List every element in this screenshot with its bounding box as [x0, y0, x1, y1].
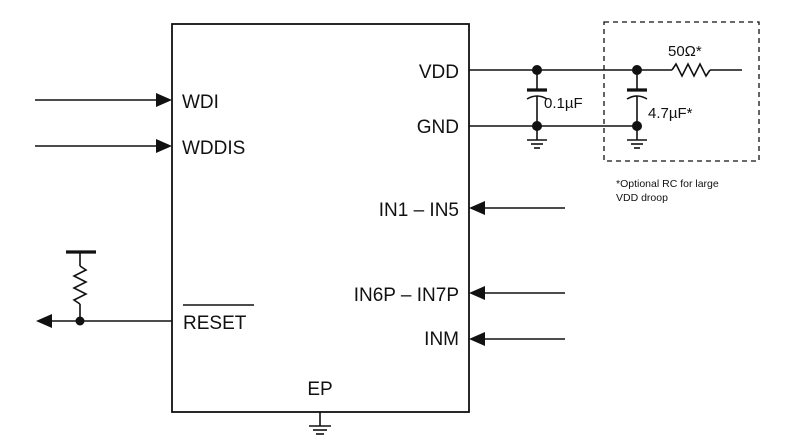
reset-output-line	[36, 314, 172, 328]
chip-body	[171, 23, 470, 413]
in6p-in7p-input-line	[469, 286, 565, 300]
in1-in5-input-line	[469, 201, 565, 215]
pin-gnd: GND	[417, 117, 459, 138]
pin-in1-in5: IN1 – IN5	[379, 200, 459, 221]
pullup-resistor	[66, 250, 96, 321]
pin-wdi: WDI	[182, 92, 219, 113]
wdi-input-line	[35, 93, 172, 107]
pin-wddis: WDDIS	[182, 138, 245, 159]
pin-ep: EP	[307, 379, 332, 400]
pin-in6p-in7p: IN6P – IN7P	[354, 285, 459, 306]
resistor-value: 50Ω*	[668, 43, 702, 60]
note-line-2: VDD droop	[616, 192, 668, 204]
pin-inm: INM	[424, 329, 459, 350]
inm-input-line	[469, 332, 565, 346]
cap2-value: 4.7µF*	[648, 105, 693, 122]
ground-icon	[527, 126, 547, 149]
ground-icon	[627, 126, 647, 149]
cap1-value: 0.1µF	[544, 95, 583, 112]
ground-icon	[309, 412, 331, 435]
pin-reset: RESET	[183, 313, 247, 334]
resistor-50ohm	[671, 62, 742, 78]
pin-vdd: VDD	[419, 62, 459, 83]
note-line-1: *Optional RC for large	[616, 178, 719, 190]
wddis-input-line	[35, 139, 172, 153]
capacitor-4-7uf	[626, 70, 648, 126]
optional-rc-box	[603, 21, 760, 162]
capacitor-0-1uf	[526, 70, 548, 126]
